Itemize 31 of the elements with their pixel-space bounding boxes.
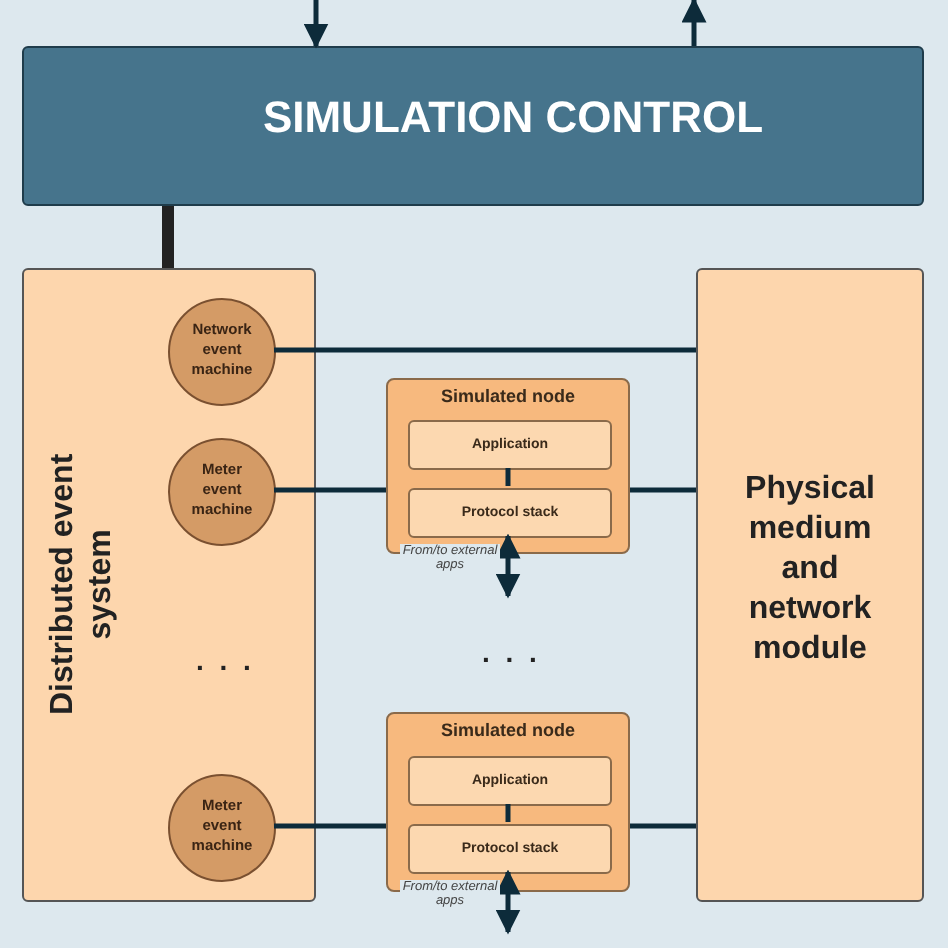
node-box — [386, 712, 630, 892]
connector-line — [274, 487, 386, 493]
connector-line — [505, 468, 511, 486]
ellipsis-text: . . . — [482, 636, 541, 668]
connector-line — [274, 823, 386, 829]
arrow — [495, 869, 521, 935]
layer-box — [408, 420, 612, 470]
machine-circle — [168, 298, 276, 406]
node-title: Simulated node — [438, 720, 577, 740]
title-text: SIMULATION CONTROL — [260, 92, 766, 144]
connector-line — [505, 804, 511, 822]
node-title: Simulated node — [438, 386, 577, 406]
control-box — [22, 46, 924, 206]
arrow — [303, 0, 329, 49]
machine-circle — [168, 438, 276, 546]
connector-line — [630, 487, 696, 493]
module-box — [696, 268, 924, 902]
layer-box — [408, 488, 612, 538]
ellipsis-text: . . . — [196, 644, 255, 676]
arrow — [681, 0, 707, 46]
layer-box — [408, 756, 612, 806]
layer-box — [408, 824, 612, 874]
node-box — [386, 378, 630, 554]
system-box — [22, 268, 316, 902]
connector-line — [630, 823, 696, 829]
system-label: Distributed event system — [43, 451, 120, 720]
connector-line — [162, 206, 174, 268]
module-label: Physical medium and network module — [743, 470, 877, 670]
arrow — [495, 533, 521, 599]
machine-circle — [168, 774, 276, 882]
connector-line — [274, 347, 696, 353]
